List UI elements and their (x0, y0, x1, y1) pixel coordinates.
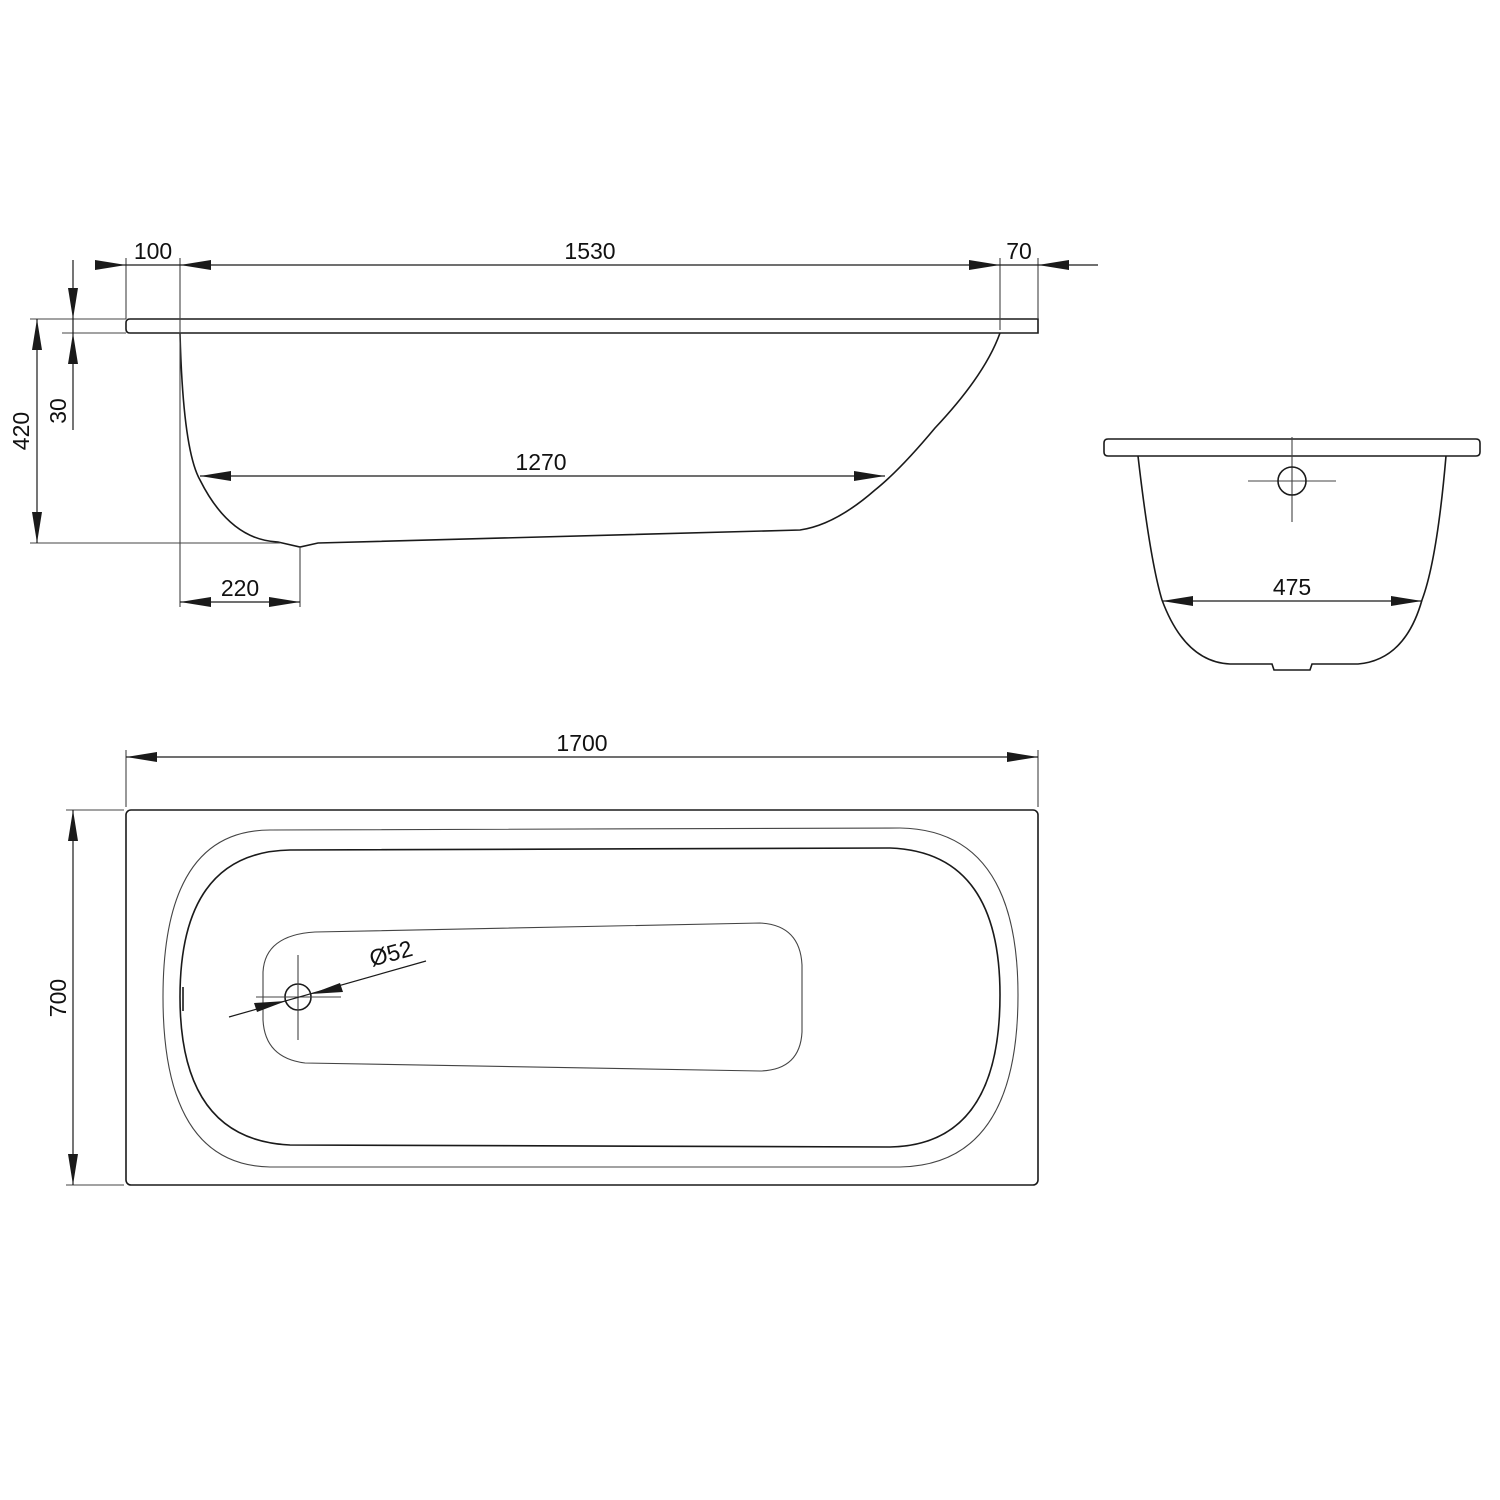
dim-rim-left-label: 100 (134, 238, 172, 264)
side-view-rim (125, 318, 1039, 334)
plan-view-standing-area (262, 922, 803, 1072)
dim-bottom-width-label: 475 (1273, 574, 1311, 600)
dim-bottom-length-label: 1270 (515, 449, 566, 475)
dim-rim-right-label: 70 (1006, 238, 1032, 264)
dim-height-label: 420 (8, 412, 34, 450)
dim-drain-offset-label: 220 (221, 575, 259, 601)
plan-view: Ø52 1700 700 (45, 730, 1039, 1186)
end-view-rim (1103, 438, 1481, 457)
side-view: 100 1530 70 420 30 1270 220 (8, 238, 1098, 607)
end-view-overflow-hole (1277, 466, 1307, 496)
end-view-body (1137, 455, 1447, 671)
side-view-body (179, 332, 1001, 548)
dim-overall-width-label: 700 (45, 979, 71, 1017)
dim-top-length-label: 1530 (564, 238, 615, 264)
plan-view-rim-contour (162, 827, 1019, 1168)
dim-overall-length-label: 1700 (556, 730, 607, 756)
dim-rim-thickness-label: 30 (45, 398, 71, 424)
plan-view-basin-edge (179, 847, 1001, 1148)
end-view: 475 (1103, 437, 1481, 671)
plan-view-outline (125, 809, 1039, 1186)
